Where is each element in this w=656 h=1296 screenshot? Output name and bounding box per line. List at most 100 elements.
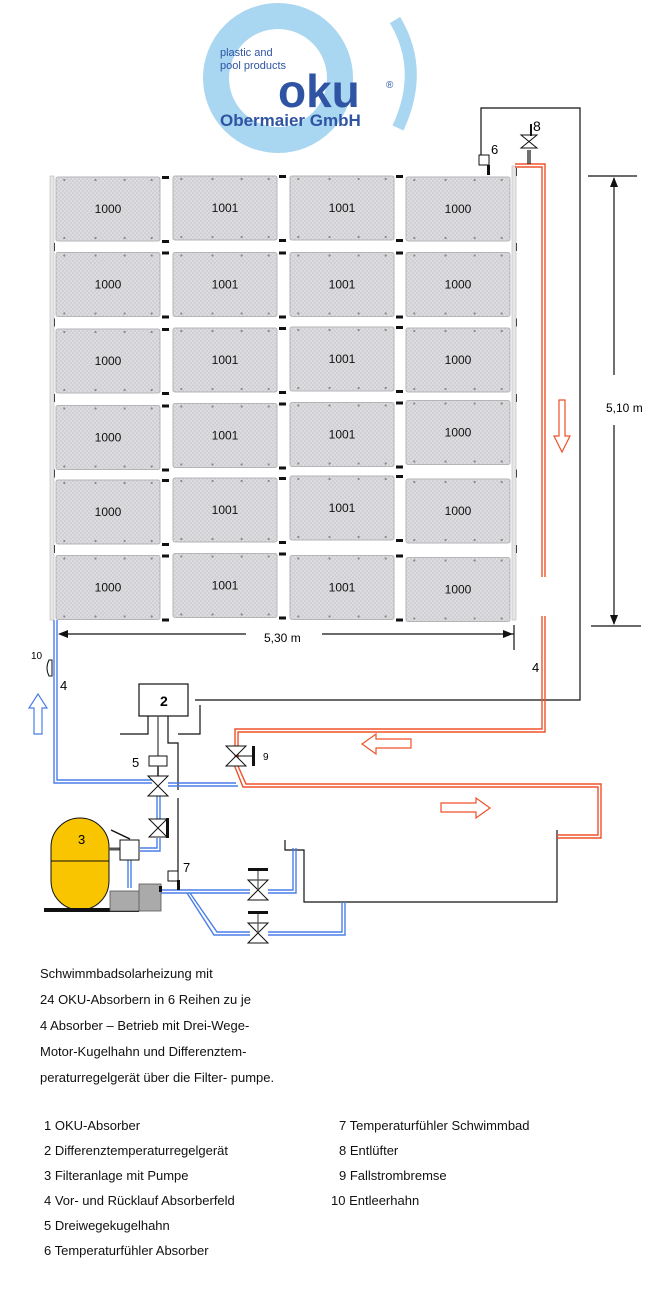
panel-screw <box>211 463 214 466</box>
absorber-panel-label: 1000 <box>95 581 122 595</box>
panel-screw <box>240 463 243 466</box>
panel-screw <box>328 235 331 239</box>
panel-screw <box>123 539 126 543</box>
pool-outline <box>284 830 558 903</box>
panel-screw <box>123 557 126 560</box>
logo-tagline-1: plastic and <box>220 47 273 59</box>
panel-screw <box>357 404 360 407</box>
absorber-panel-label: 1000 <box>445 504 472 518</box>
callout-7: 7 <box>183 860 190 875</box>
panel-screw <box>473 538 476 542</box>
oku-logo: plastic and pool products oku ® Obermaie… <box>203 3 417 153</box>
panel-screw <box>240 177 243 181</box>
panel-screw <box>473 480 476 484</box>
panel-screw <box>297 462 300 465</box>
panel-screw <box>500 617 503 620</box>
panel-screw <box>357 462 360 465</box>
hot-return-pipe <box>234 163 602 839</box>
legend-right: 7 Temperaturfühler Schwimmbad 8 Entlüfte… <box>331 1113 530 1213</box>
height-dimension <box>588 175 641 627</box>
panel-screw <box>328 462 331 465</box>
panel-screw <box>384 328 387 332</box>
panel-screw <box>413 559 416 562</box>
panel-screw <box>211 254 214 257</box>
callout-6: 6 <box>491 142 498 157</box>
controller-2 <box>138 683 189 717</box>
check-valve <box>147 818 169 838</box>
panel-screw <box>444 460 447 463</box>
panel-screw <box>384 177 387 181</box>
panel-connector <box>162 328 169 331</box>
panel-screw <box>123 615 126 618</box>
panel-connector <box>162 392 169 395</box>
absorber-panel <box>172 175 278 241</box>
absorber-panel-label: 1001 <box>212 201 239 215</box>
panel-screw <box>123 465 126 468</box>
absorber-panel <box>405 327 511 393</box>
absorber-panel-label: 1001 <box>329 352 356 366</box>
panel-screw <box>267 312 270 315</box>
callout-10: 10 <box>31 651 43 662</box>
panel-connector <box>279 391 286 394</box>
panel-screw <box>357 328 360 332</box>
panel-screw <box>328 254 331 257</box>
panel-screw <box>180 555 183 558</box>
panel-screw <box>500 236 503 240</box>
absorber-panel-label: 1000 <box>95 431 122 445</box>
logo-registered: ® <box>386 80 394 91</box>
sensor-6-stem <box>487 165 490 175</box>
panel-connector <box>162 618 169 622</box>
absorber-panel-label: 1001 <box>212 429 239 443</box>
panel-screw <box>267 177 270 181</box>
panel-screw <box>267 405 270 408</box>
legend-item: 6 Temperaturfühler Absorber <box>44 1243 209 1258</box>
panel-screw <box>384 254 387 257</box>
dim-arrow-up-icon <box>610 177 618 187</box>
panel-connector <box>162 315 169 319</box>
panel-screw <box>384 235 387 239</box>
panel-screw <box>384 462 387 465</box>
panel-screw <box>150 539 153 543</box>
dim-arrow-down-icon <box>610 615 618 625</box>
panel-screw <box>413 387 416 391</box>
panel-screw <box>267 254 270 257</box>
panel-screw <box>94 312 97 315</box>
panel-screw <box>473 254 476 257</box>
panel-screw <box>211 235 214 239</box>
panel-screw <box>473 402 476 405</box>
panel-screw <box>500 460 503 463</box>
panel-connector <box>396 475 403 478</box>
absorber-panel <box>55 555 161 620</box>
system-description: Schwimmbadsolarheizung mit 24 OKU-Absorb… <box>40 961 274 1091</box>
left-header-pipe <box>49 175 55 621</box>
panel-screw <box>150 481 153 485</box>
panel-screw <box>473 178 476 182</box>
absorber-panel <box>289 555 395 620</box>
panel-screw <box>267 387 270 391</box>
panel-screw <box>94 615 97 618</box>
sensor-6-cable <box>480 107 581 701</box>
panel-connector <box>396 315 403 319</box>
panel-screw <box>63 388 66 392</box>
panel-screw <box>500 329 503 333</box>
panel-screw <box>473 559 476 562</box>
absorber-panel <box>289 326 395 392</box>
panel-screw <box>328 312 331 315</box>
panel-screw <box>123 312 126 315</box>
panel-screw <box>384 312 387 315</box>
panel-screw <box>63 254 66 257</box>
panel-screw <box>63 539 66 543</box>
absorber-panel <box>55 176 161 242</box>
absorber-panel-label: 1001 <box>212 278 239 292</box>
panel-connector <box>279 175 286 178</box>
panel-screw <box>267 329 270 333</box>
air-vent-8 <box>519 124 539 164</box>
logo-arc-icon <box>389 16 417 131</box>
panel-screw <box>267 479 270 483</box>
panel-screw <box>180 329 183 333</box>
legend-item: 9 Fallstrombremse <box>339 1168 447 1183</box>
absorber-panel <box>289 475 395 541</box>
panel-screw <box>357 386 360 390</box>
panel-screw <box>444 312 447 315</box>
panel-screw <box>150 465 153 468</box>
